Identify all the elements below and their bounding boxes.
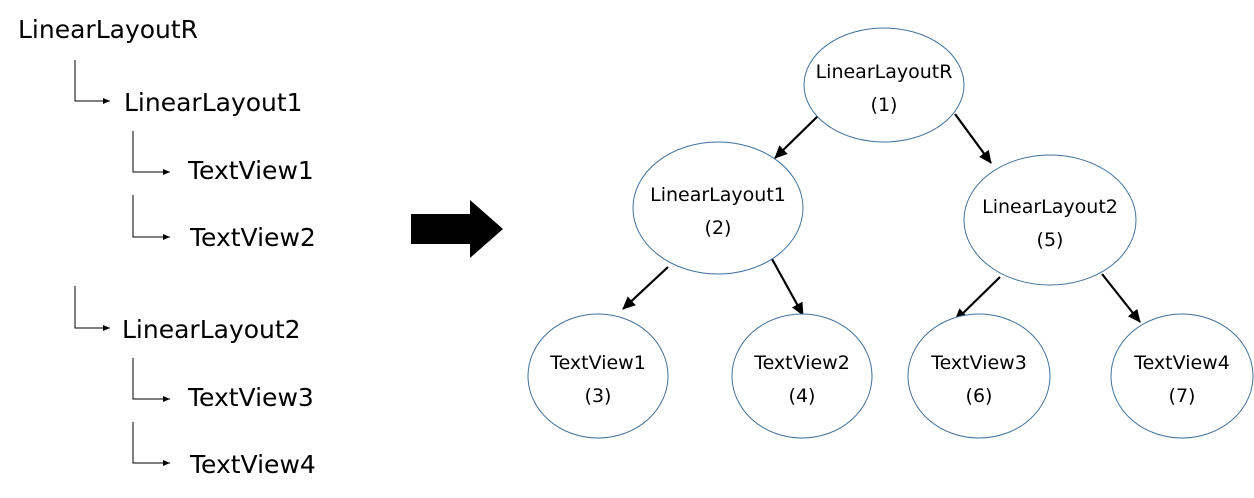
connector-textview2 bbox=[132, 195, 170, 240]
tree-node-order: (3) bbox=[585, 385, 612, 407]
connector-linearlayout2 bbox=[74, 286, 110, 331]
tree-edge-root-ll1 bbox=[774, 113, 821, 159]
tree-nodes: LinearLayoutR(1)LinearLayout1(2)LinearLa… bbox=[527, 27, 1254, 439]
list-item-textview1: TextView1 bbox=[187, 156, 314, 185]
connector-linearlayout1 bbox=[74, 60, 110, 104]
tree-node-order: (7) bbox=[1169, 385, 1196, 407]
tree-node-ellipse bbox=[907, 313, 1051, 439]
tree-edge-ll1-tv2 bbox=[771, 258, 804, 316]
tree-node-ellipse bbox=[1110, 313, 1254, 439]
tree-node-ll1: LinearLayout1 (2) bbox=[632, 141, 804, 275]
tree-node-name: TextView3 bbox=[930, 352, 1027, 374]
list-item-linearlayout2: LinearLayout2 bbox=[122, 315, 301, 344]
list-item-textview3: TextView3 bbox=[187, 383, 314, 412]
tree-node-order: (5) bbox=[1037, 229, 1064, 251]
tree-node-ellipse bbox=[527, 313, 669, 439]
connector-textview3 bbox=[132, 358, 170, 402]
tree-edge-ll2-tv3 bbox=[954, 276, 1001, 322]
tree-node-tv1: TextView1 (3) bbox=[527, 313, 669, 439]
tree-node-order: (1) bbox=[871, 94, 898, 116]
tree-node-order: (2) bbox=[705, 217, 732, 239]
tree-node-tv4: TextView4 (7) bbox=[1110, 313, 1254, 439]
tree-node-name: TextView4 bbox=[1133, 352, 1230, 374]
tree-node-ellipse bbox=[963, 154, 1137, 286]
connector-textview1 bbox=[132, 131, 170, 175]
tree-node-ellipse bbox=[731, 313, 873, 439]
transform-arrow-icon bbox=[411, 200, 503, 258]
hierarchy-list: LinearLayoutR LinearLayout1 TextView1 Te… bbox=[18, 15, 316, 479]
tree-edge-ll1-tv1 bbox=[622, 266, 669, 310]
tree-node-name: LinearLayout1 bbox=[650, 184, 786, 206]
tree-node-tv3: TextView3 (6) bbox=[907, 313, 1051, 439]
tree-node-ll2: LinearLayout2 (5) bbox=[963, 154, 1137, 286]
tree-node-name: TextView1 bbox=[549, 352, 646, 374]
tree-edge-ll2-tv4 bbox=[1101, 273, 1141, 323]
tree-edges bbox=[622, 113, 1141, 323]
list-item-textview2: TextView2 bbox=[189, 223, 316, 252]
tree-node-root: LinearLayoutR (1) bbox=[803, 27, 965, 143]
tree-node-ellipse bbox=[632, 141, 804, 275]
tree-node-name: LinearLayoutR bbox=[816, 61, 953, 83]
tree-node-name: LinearLayout2 bbox=[982, 196, 1118, 218]
tree-node-tv2: TextView2 (4) bbox=[731, 313, 873, 439]
tree-node-order: (4) bbox=[789, 385, 816, 407]
tree-edge-root-ll2 bbox=[954, 113, 992, 164]
tree-node-order: (6) bbox=[966, 385, 993, 407]
tree-node-name: TextView2 bbox=[753, 352, 850, 374]
list-item-textview4: TextView4 bbox=[189, 450, 316, 479]
connector-textview4 bbox=[132, 422, 170, 466]
list-item-linearlayoutr: LinearLayoutR bbox=[18, 15, 198, 44]
list-item-linearlayout1: LinearLayout1 bbox=[124, 88, 303, 117]
tree-node-ellipse bbox=[803, 27, 965, 143]
